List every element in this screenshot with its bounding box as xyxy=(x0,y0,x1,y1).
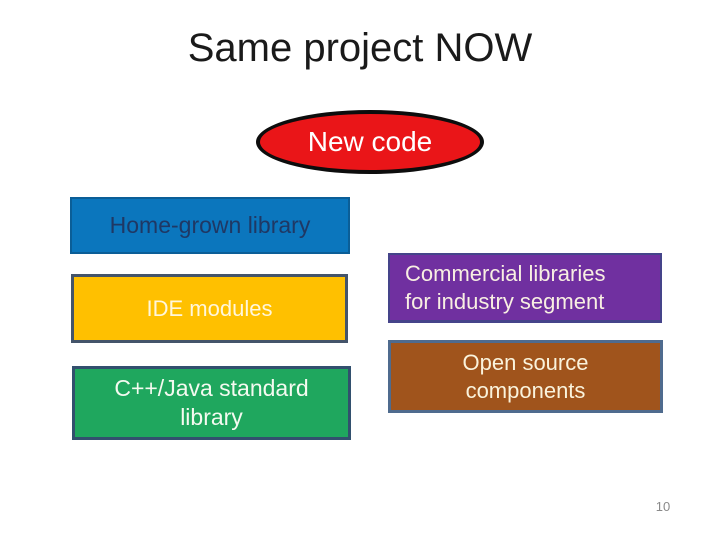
page-number: 10 xyxy=(655,499,671,514)
new-code-label: New code xyxy=(307,126,433,157)
box-cpp-java-standard-library: C++/Java standard library xyxy=(72,366,351,440)
box-open-source-components: Open source components xyxy=(388,340,663,413)
slide-title: Same project NOW xyxy=(187,26,533,70)
box-commercial-libraries: Commercial libraries for industry segmen… xyxy=(388,253,662,323)
box-home-grown-library: Home-grown library xyxy=(70,197,350,254)
box-ide-modules: IDE modules xyxy=(71,274,348,343)
new-code-ellipse: New code xyxy=(256,110,484,174)
